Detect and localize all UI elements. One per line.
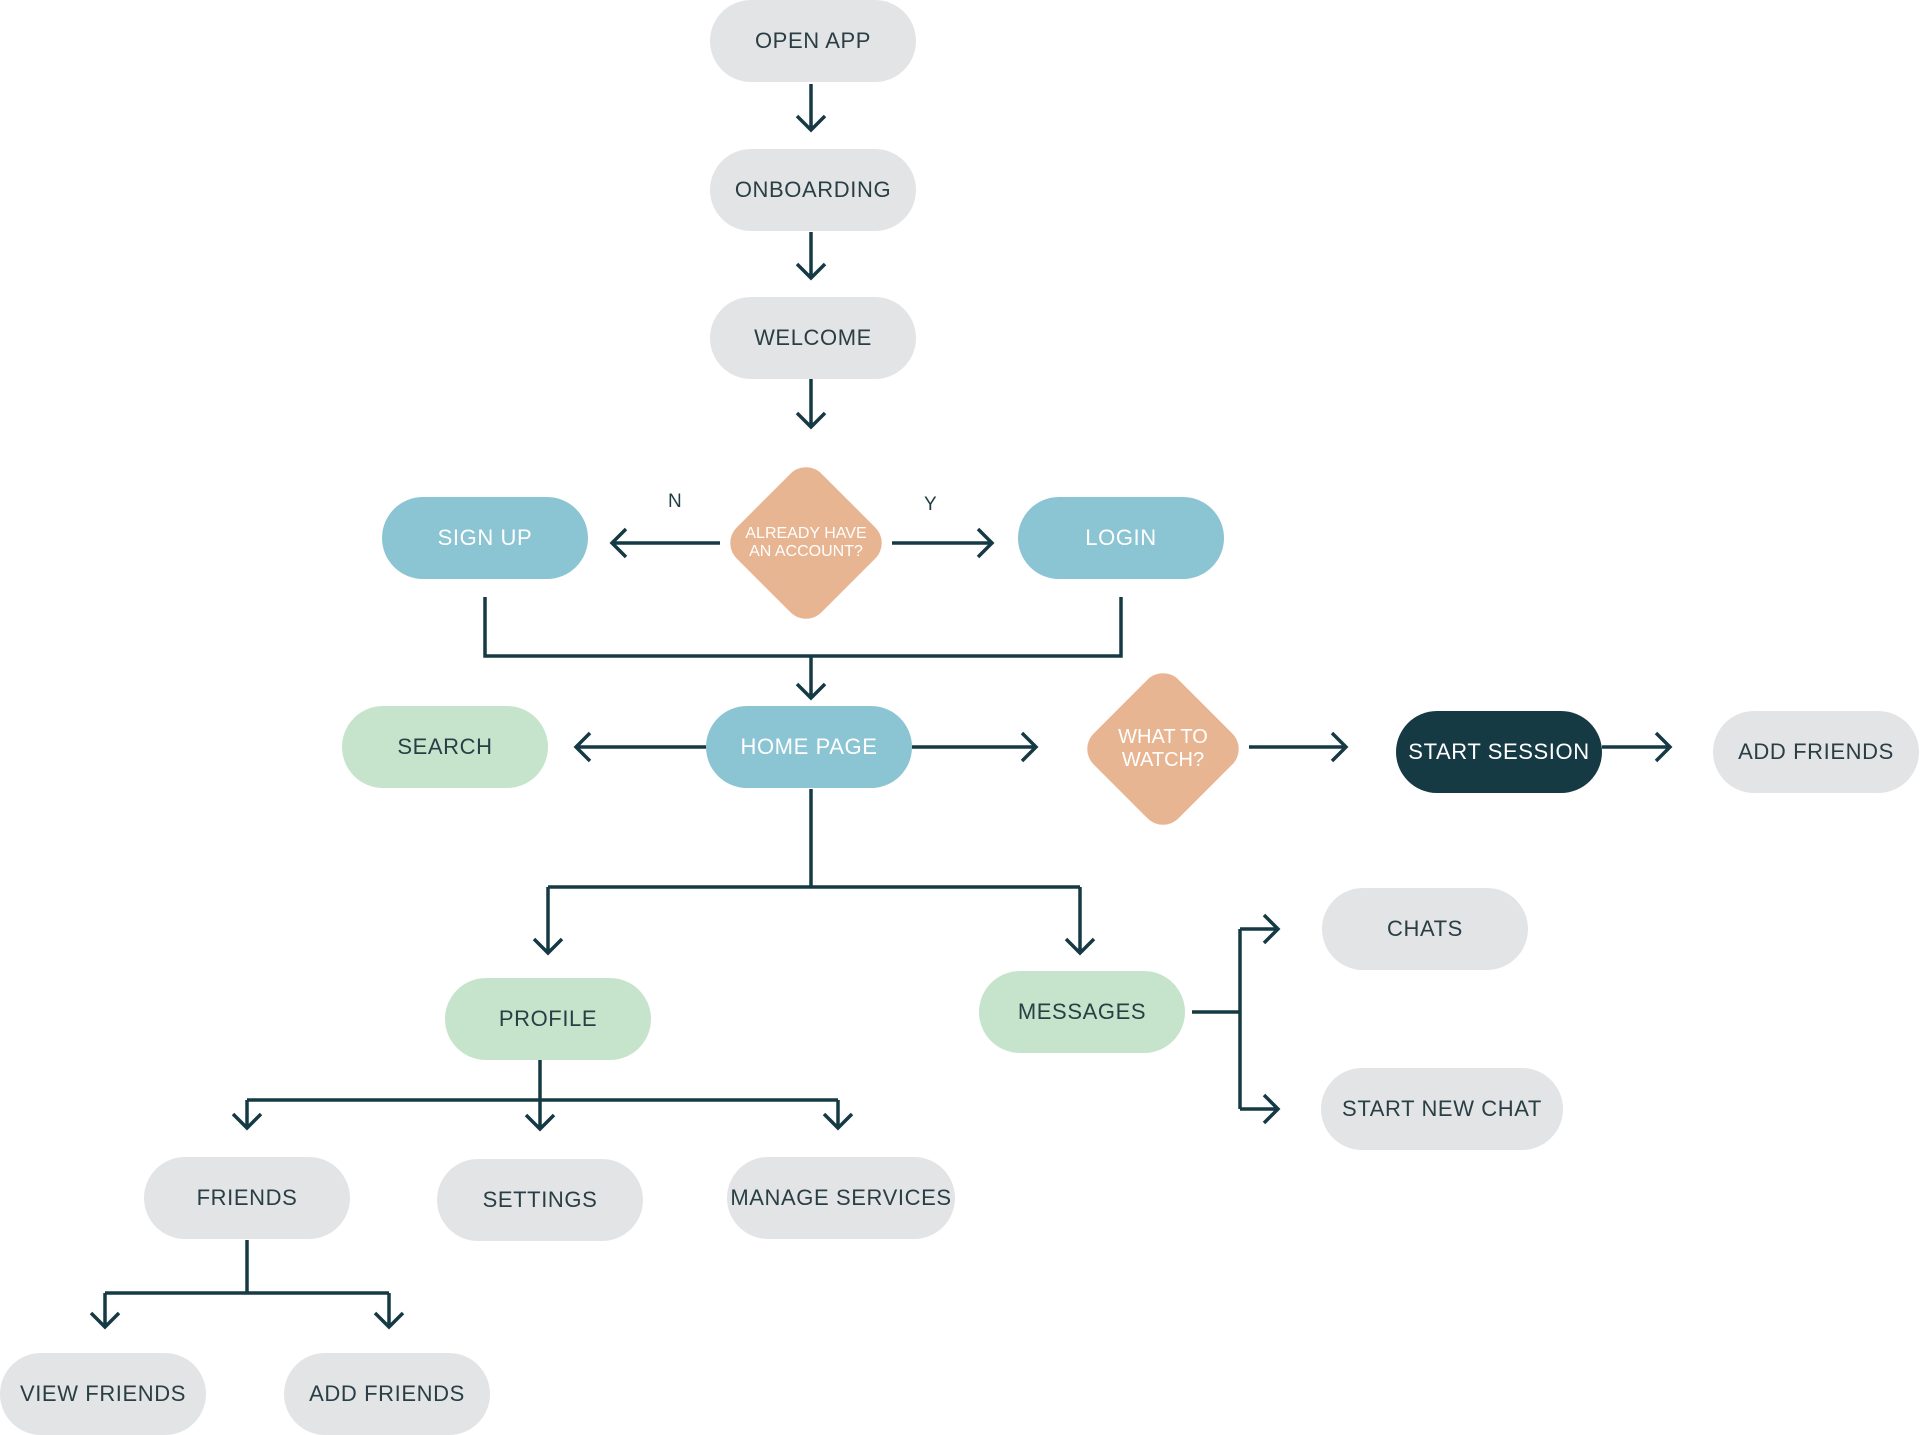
node-add-friends-session[interactable]: ADD FRIENDS <box>1713 711 1919 793</box>
arrow-welcome-to-decision <box>795 379 827 430</box>
arrow-start-session-to-add-friends <box>1602 731 1673 763</box>
node-chats[interactable]: CHATS <box>1322 888 1528 970</box>
arrow-messages-to-start-new-chat <box>1240 1093 1281 1125</box>
arrow-messages-to-chats <box>1240 913 1281 945</box>
node-open-app[interactable]: OPEN APP <box>710 0 916 82</box>
arrow-home-to-search <box>573 731 706 763</box>
node-login[interactable]: LOGIN <box>1018 497 1224 579</box>
node-onboarding[interactable]: ONBOARDING <box>710 149 916 231</box>
merge-line-auth <box>483 597 1123 658</box>
arrow-home-to-profile <box>532 887 564 956</box>
branch-line-profile <box>247 1060 838 1102</box>
node-friends[interactable]: FRIENDS <box>144 1157 350 1239</box>
node-messages[interactable]: MESSAGES <box>979 971 1185 1053</box>
arrow-home-to-messages <box>1064 887 1096 956</box>
node-settings[interactable]: SETTINGS <box>437 1159 643 1241</box>
node-search[interactable]: SEARCH <box>342 706 548 788</box>
node-welcome[interactable]: WELCOME <box>710 297 916 379</box>
node-home-page[interactable]: HOME PAGE <box>706 706 912 788</box>
arrow-friends-to-view-friends <box>89 1293 121 1330</box>
edge-label-no: N <box>668 491 682 512</box>
arrow-friends-to-add-friends <box>373 1293 405 1330</box>
arrowhead-to-friends <box>231 1112 263 1131</box>
branch-line-friends <box>105 1240 389 1295</box>
edge-label-yes: Y <box>924 494 937 515</box>
node-view-friends[interactable]: VIEW FRIENDS <box>0 1353 206 1435</box>
arrow-home-to-what-to-watch <box>912 731 1039 763</box>
arrow-decision-to-sign-up <box>609 527 720 559</box>
node-start-session[interactable]: START SESSION <box>1396 711 1602 793</box>
decision-already-have-account[interactable]: ALREADY HAVE AN ACCOUNT? <box>720 457 892 629</box>
arrow-profile-to-settings <box>524 1100 556 1132</box>
branch-line-messages <box>1192 929 1242 1109</box>
arrow-decision-to-login <box>892 527 995 559</box>
arrow-merge-to-home <box>795 656 827 701</box>
node-add-friends[interactable]: ADD FRIENDS <box>284 1353 490 1435</box>
decision-what-to-watch[interactable]: WHAT TO WATCH? <box>1077 663 1249 835</box>
node-manage-services[interactable]: MANAGE SERVICES <box>727 1157 955 1239</box>
arrow-what-to-watch-to-start-session <box>1249 731 1349 763</box>
branch-line-home <box>548 789 1080 889</box>
arrow-onboarding-to-welcome <box>795 232 827 281</box>
node-profile[interactable]: PROFILE <box>445 978 651 1060</box>
arrow-open-app-to-onboarding <box>795 84 827 133</box>
node-start-new-chat[interactable]: START NEW CHAT <box>1321 1068 1563 1150</box>
decision-label: WHAT TO WATCH? <box>1118 726 1208 771</box>
decision-label: ALREADY HAVE AN ACCOUNT? <box>745 524 867 560</box>
arrowhead-to-manage-services <box>822 1112 854 1131</box>
node-sign-up[interactable]: SIGN UP <box>382 497 588 579</box>
